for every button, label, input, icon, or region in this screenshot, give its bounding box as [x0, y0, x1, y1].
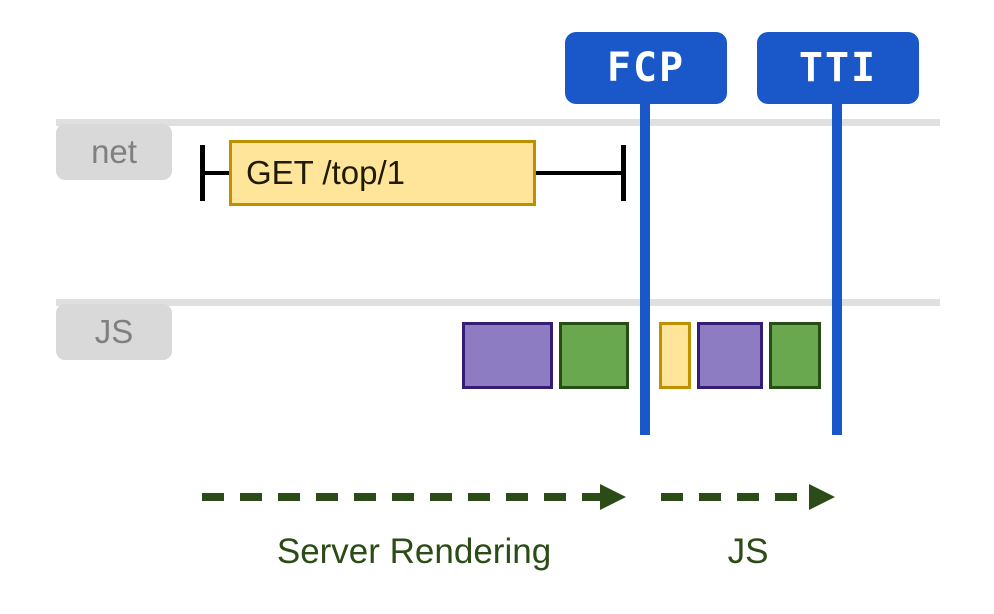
tti-marker-label: TTI: [798, 45, 878, 91]
js-task-block-3[interactable]: [659, 322, 691, 389]
js-lane-baseline: [56, 299, 940, 306]
network-request-bar[interactable]: GET /top/1: [229, 140, 536, 206]
fcp-marker-pill[interactable]: FCP: [565, 32, 727, 104]
request-start-whisker-line: [200, 171, 231, 175]
js-lane-chip: JS: [56, 304, 172, 360]
network-request-label: GET /top/1: [246, 154, 405, 191]
js-lane-label: JS: [94, 313, 134, 350]
request-end-whisker-line: [535, 171, 625, 175]
js-phase-arrow: [661, 484, 835, 510]
server-rendering-phase-label: Server Rendering: [276, 532, 552, 571]
js-arrow-head: [809, 484, 835, 510]
net-lane-label: net: [91, 133, 137, 170]
net-lane-baseline: [56, 119, 940, 126]
tti-marker-line: [832, 32, 842, 435]
request-end-whisker-tick: [621, 145, 626, 201]
js-task-block-5[interactable]: [769, 322, 821, 389]
fcp-marker-label: FCP: [606, 45, 686, 91]
server-rendering-arrow-head: [600, 484, 626, 510]
tti-marker-pill[interactable]: TTI: [757, 32, 919, 104]
js-arrow-shaft: [661, 493, 809, 501]
server-rendering-arrow-shaft: [202, 493, 600, 501]
js-task-block-2[interactable]: [559, 322, 629, 389]
js-task-block-4[interactable]: [697, 322, 763, 389]
js-phase-label: JS: [727, 532, 769, 571]
js-task-block-1[interactable]: [462, 322, 553, 389]
net-lane-chip: net: [56, 124, 172, 180]
server-rendering-phase-arrow: [202, 484, 626, 510]
fcp-marker-line: [640, 32, 650, 435]
